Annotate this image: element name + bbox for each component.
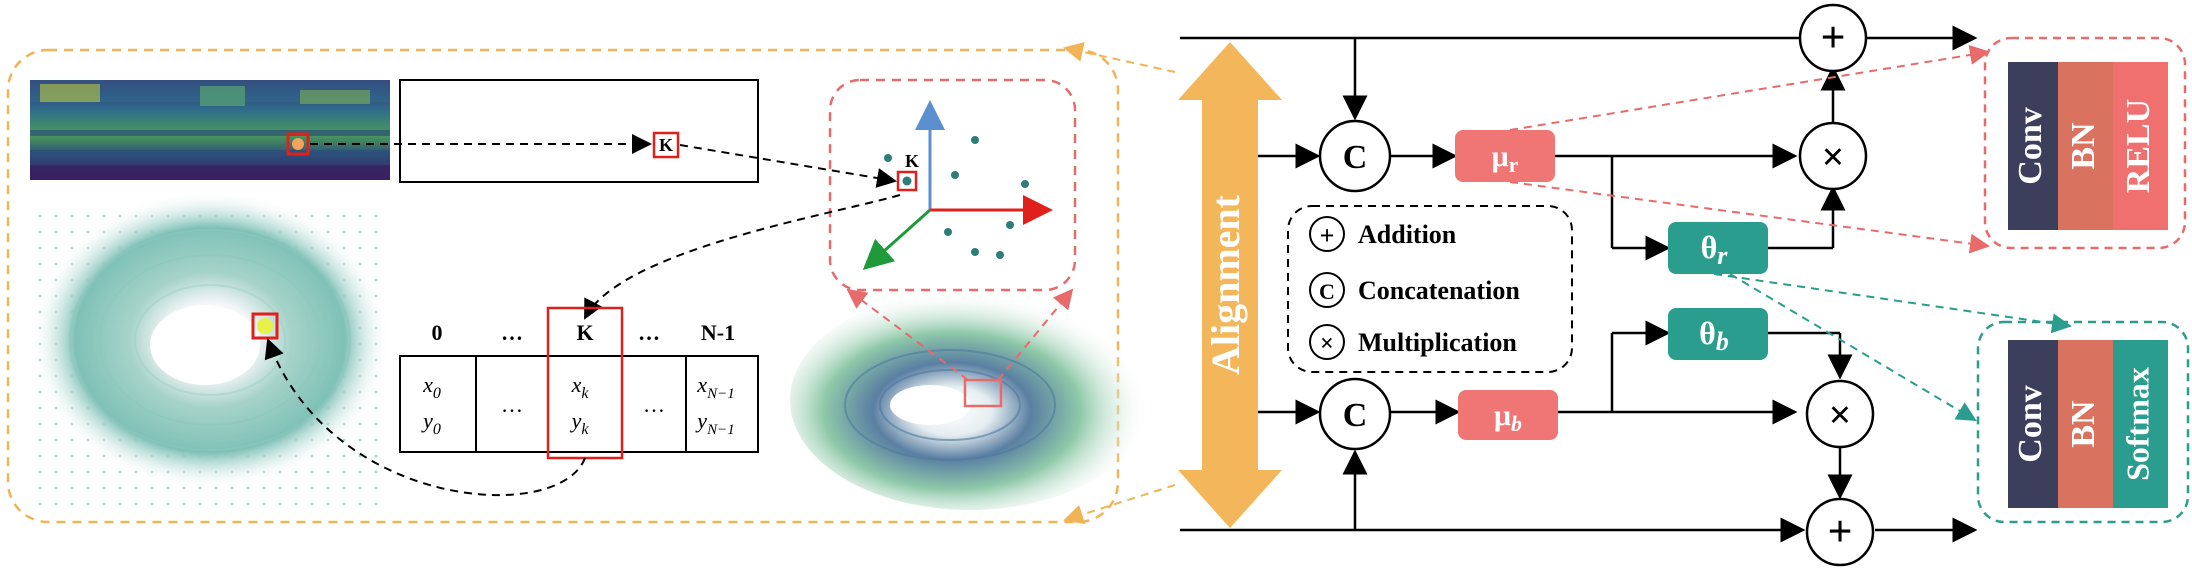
svg-text:μb: μb xyxy=(1494,399,1522,436)
bottom-block-softmax: Softmax xyxy=(2119,367,2155,481)
range-highlight-box xyxy=(286,132,310,156)
point-cloud-panel-frame xyxy=(828,78,1077,292)
zoom-line-left xyxy=(846,288,969,381)
theta-r-box: θr xyxy=(1668,222,1768,274)
point-cloud-k-label: K xyxy=(905,151,919,171)
theta-b-box: θb xyxy=(1668,308,1768,360)
fusion-network xyxy=(1180,25,1978,543)
top-block-relu: RELU xyxy=(2120,99,2157,193)
left-panel-frame xyxy=(6,48,1120,524)
activation-block-bottom: Conv BN Softmax xyxy=(1976,320,2190,524)
3d-to-table-arrow xyxy=(584,194,901,320)
table-header-2: K xyxy=(576,320,593,345)
index-map-k-label: K xyxy=(659,135,673,155)
svg-text:+: + xyxy=(1827,507,1852,556)
legend: + Addition C Concatenation × Multiplicat… xyxy=(1287,205,1573,373)
mul-node-top: × xyxy=(1798,121,1868,191)
top-block-bn: BN xyxy=(2065,122,2102,170)
guide-arrow-top xyxy=(1063,42,1176,73)
index-map-k-box xyxy=(652,131,680,159)
index-map-box xyxy=(399,79,759,183)
svg-text:C: C xyxy=(1319,279,1335,304)
legend-multiplication: × Multiplication xyxy=(1309,324,1517,360)
svg-text:μr: μr xyxy=(1492,140,1519,177)
svg-text:C: C xyxy=(1343,397,1368,434)
alignment-label: Alignment xyxy=(1203,194,1248,375)
table-header-3: … xyxy=(638,320,660,345)
mul-node-bottom: × xyxy=(1805,379,1875,449)
range-highlight-point xyxy=(292,138,304,150)
cell-dots-3: … xyxy=(643,392,665,417)
lidar-highlight-box xyxy=(251,312,279,340)
lidar-3d-image xyxy=(790,290,1150,510)
svg-text:+: + xyxy=(1320,221,1335,250)
svg-text:θb: θb xyxy=(1699,315,1729,356)
lidar-highlight-point xyxy=(257,318,273,334)
cell-y0: y0 xyxy=(421,408,441,438)
mu-to-block-link-2 xyxy=(1509,181,1990,254)
lidar-bev-image xyxy=(30,190,390,505)
bottom-block-conv: Conv xyxy=(2012,385,2049,462)
top-block-conv: Conv xyxy=(2012,107,2049,184)
lidar-3d-highlight-box xyxy=(963,378,1003,408)
svg-text:Addition: Addition xyxy=(1358,220,1457,249)
mu-r-box: μr xyxy=(1455,130,1555,182)
svg-text:Concatenation: Concatenation xyxy=(1358,276,1520,305)
cell-x0: x0 xyxy=(422,372,441,402)
legend-concatenation: C Concatenation xyxy=(1309,272,1520,308)
svg-text:Multiplication: Multiplication xyxy=(1358,328,1517,357)
cell-xn: xN−1 xyxy=(696,372,734,402)
add-node-top: + xyxy=(1798,3,1868,73)
theta-to-block-link-1 xyxy=(1713,273,2072,334)
legend-addition: + Addition xyxy=(1309,216,1457,252)
mu-b-box: μb xyxy=(1458,390,1558,440)
concat-node-top: C xyxy=(1318,119,1392,193)
svg-text:+: + xyxy=(1820,13,1845,62)
point-cloud-k-box xyxy=(896,170,918,192)
cell-yk: yk xyxy=(570,408,590,438)
svg-text:C: C xyxy=(1343,139,1368,176)
mu-to-block-link-1 xyxy=(1509,45,1990,131)
add-node-bottom: + xyxy=(1805,497,1875,567)
activation-block-top: Conv BN RELU xyxy=(1983,36,2187,250)
cell-xk: xk xyxy=(571,372,590,402)
table-header-0: 0 xyxy=(432,320,443,345)
zoom-line-right xyxy=(997,288,1074,381)
coordinate-table: 0 … K … N-1 x0 y0 … xk yk … xN−1 yN−1 xyxy=(399,306,759,460)
table-to-lidar-arrow xyxy=(264,338,586,497)
svg-text:×: × xyxy=(1320,331,1334,357)
concat-node-bottom: C xyxy=(1318,377,1392,451)
guide-arrow-bottom xyxy=(1063,484,1176,525)
point-cloud-3d: K xyxy=(862,100,1053,270)
svg-text:×: × xyxy=(1822,134,1845,179)
svg-text:×: × xyxy=(1829,392,1852,437)
theta-to-block-link-2 xyxy=(1729,273,1977,422)
alignment-arrow: Alignment xyxy=(1178,42,1282,528)
bottom-block-bn: BN xyxy=(2065,400,2102,448)
cell-yn: yN−1 xyxy=(695,408,734,438)
cell-dots-1: … xyxy=(501,392,523,417)
table-header-4: N-1 xyxy=(701,320,735,345)
range-image xyxy=(30,80,390,180)
table-header-1: … xyxy=(501,320,523,345)
svg-text:θr: θr xyxy=(1701,229,1729,270)
